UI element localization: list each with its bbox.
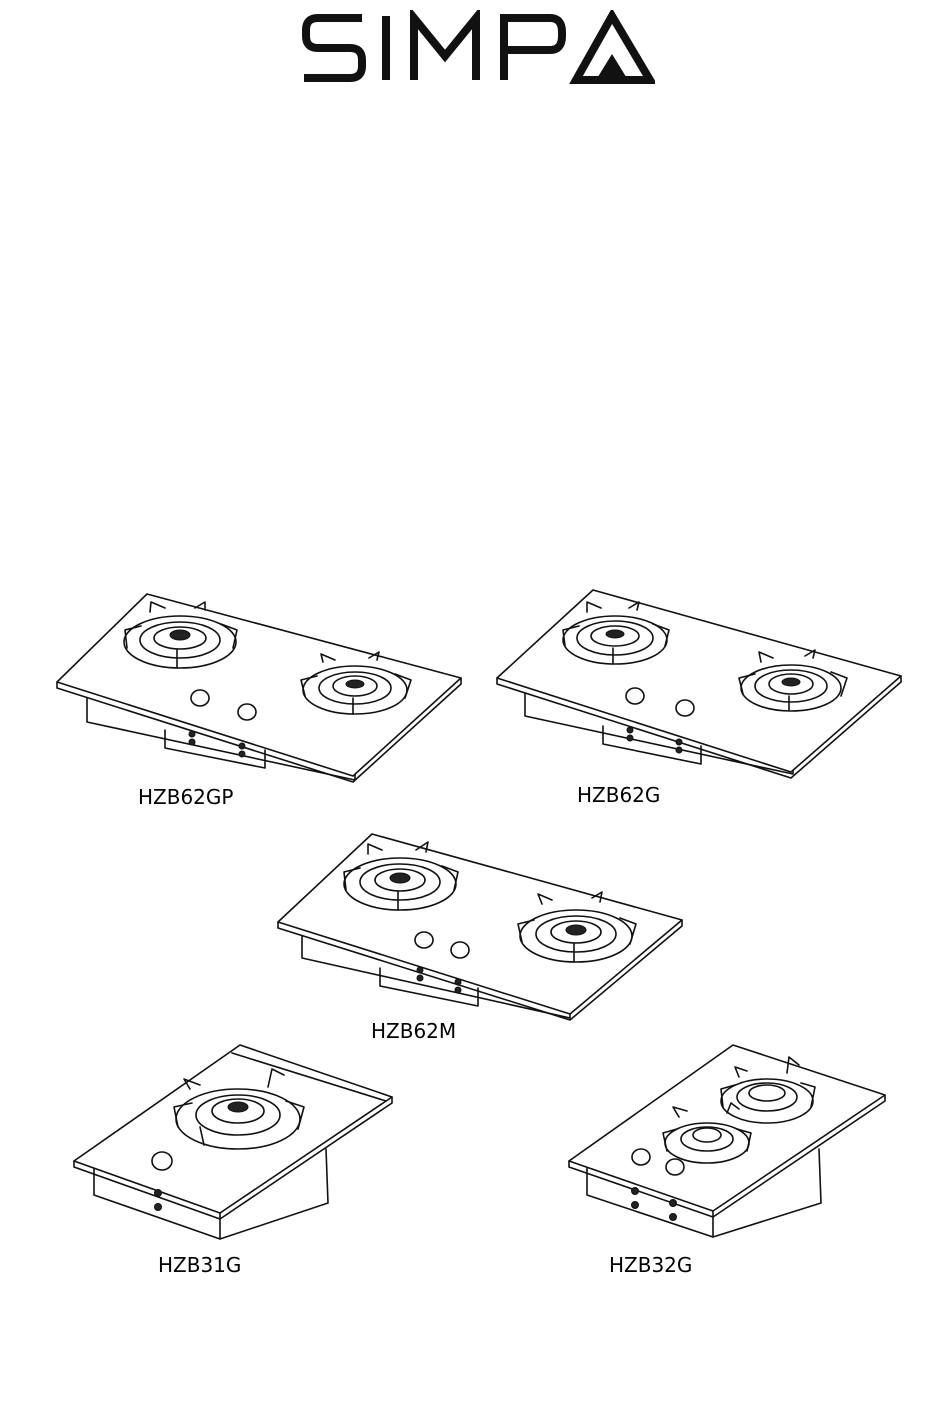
- hob-illustration-hzb62gp: [55, 590, 465, 785]
- hob-illustration-hzb62g: [495, 588, 905, 783]
- hob-illustration-hzb31g: [72, 1043, 402, 1243]
- simpa-logo: [300, 10, 655, 85]
- hob-illustration-hzb32g: [567, 1043, 897, 1243]
- model-label-hzb62gp: HZB62GP: [138, 785, 233, 809]
- model-label-hzb31g: HZB31G: [158, 1253, 241, 1277]
- model-label-hzb62m: HZB62M: [371, 1019, 456, 1043]
- hob-illustration-hzb62m: [276, 832, 686, 1027]
- model-label-hzb32g: HZB32G: [609, 1253, 692, 1277]
- model-label-hzb62g: HZB62G: [577, 783, 660, 807]
